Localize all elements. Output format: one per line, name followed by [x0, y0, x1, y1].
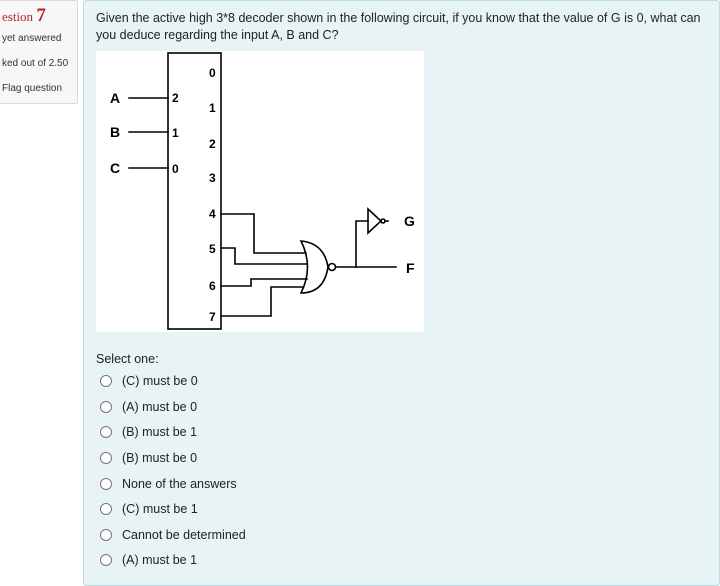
question-number: estion 7	[2, 5, 46, 26]
option[interactable]: Cannot be determined	[100, 528, 246, 542]
select-label: Select one:	[96, 352, 159, 366]
output-pin-label: 4	[209, 207, 216, 221]
decoder-box	[167, 52, 222, 330]
output-pin-label: 2	[209, 137, 216, 151]
status: yet answered	[2, 33, 62, 44]
radio-button[interactable]	[100, 426, 112, 438]
output-g-label: G	[404, 213, 415, 229]
radio-button[interactable]	[100, 478, 112, 490]
input-a-label: A	[110, 90, 120, 106]
option[interactable]: (C) must be 0	[100, 374, 198, 388]
radio-button[interactable]	[100, 529, 112, 541]
option[interactable]: (C) must be 1	[100, 502, 198, 516]
input-b-label: B	[110, 124, 120, 140]
circuit-diagram: A B C 2 1 0 0 1 2 3 4 5 6 7 G F	[96, 51, 424, 332]
option[interactable]: (A) must be 1	[100, 553, 197, 567]
output-f-label: F	[406, 260, 415, 276]
not-gate	[367, 207, 383, 235]
question-info: estion 7 yet answered ked out of 2.50 Fl…	[0, 0, 78, 104]
radio-button[interactable]	[100, 401, 112, 413]
option[interactable]: (A) must be 0	[100, 400, 197, 414]
output-pin-label: 7	[209, 310, 216, 324]
radio-button[interactable]	[100, 554, 112, 566]
output-pin-label: 6	[209, 279, 216, 293]
radio-button[interactable]	[100, 503, 112, 515]
output-pin-label: 1	[209, 101, 216, 115]
nor-gate	[299, 240, 329, 294]
input-pin-label: 1	[172, 126, 179, 140]
question-text: Given the active high 3*8 decoder shown …	[96, 11, 701, 42]
input-pin-label: 2	[172, 91, 179, 105]
flag-question-link[interactable]: Flag question	[2, 83, 63, 94]
radio-button[interactable]	[100, 375, 112, 387]
marks: ked out of 2.50	[2, 58, 69, 69]
output-pin-label: 5	[209, 242, 216, 256]
output-pin-label: 0	[209, 66, 216, 80]
output-pin-label: 3	[209, 171, 216, 185]
input-c-label: C	[110, 160, 120, 176]
input-pin-label: 0	[172, 162, 179, 176]
radio-button[interactable]	[100, 452, 112, 464]
question-content: Given the active high 3*8 decoder shown …	[83, 0, 720, 586]
option[interactable]: None of the answers	[100, 477, 237, 491]
option[interactable]: (B) must be 0	[100, 451, 197, 465]
option[interactable]: (B) must be 1	[100, 425, 197, 439]
